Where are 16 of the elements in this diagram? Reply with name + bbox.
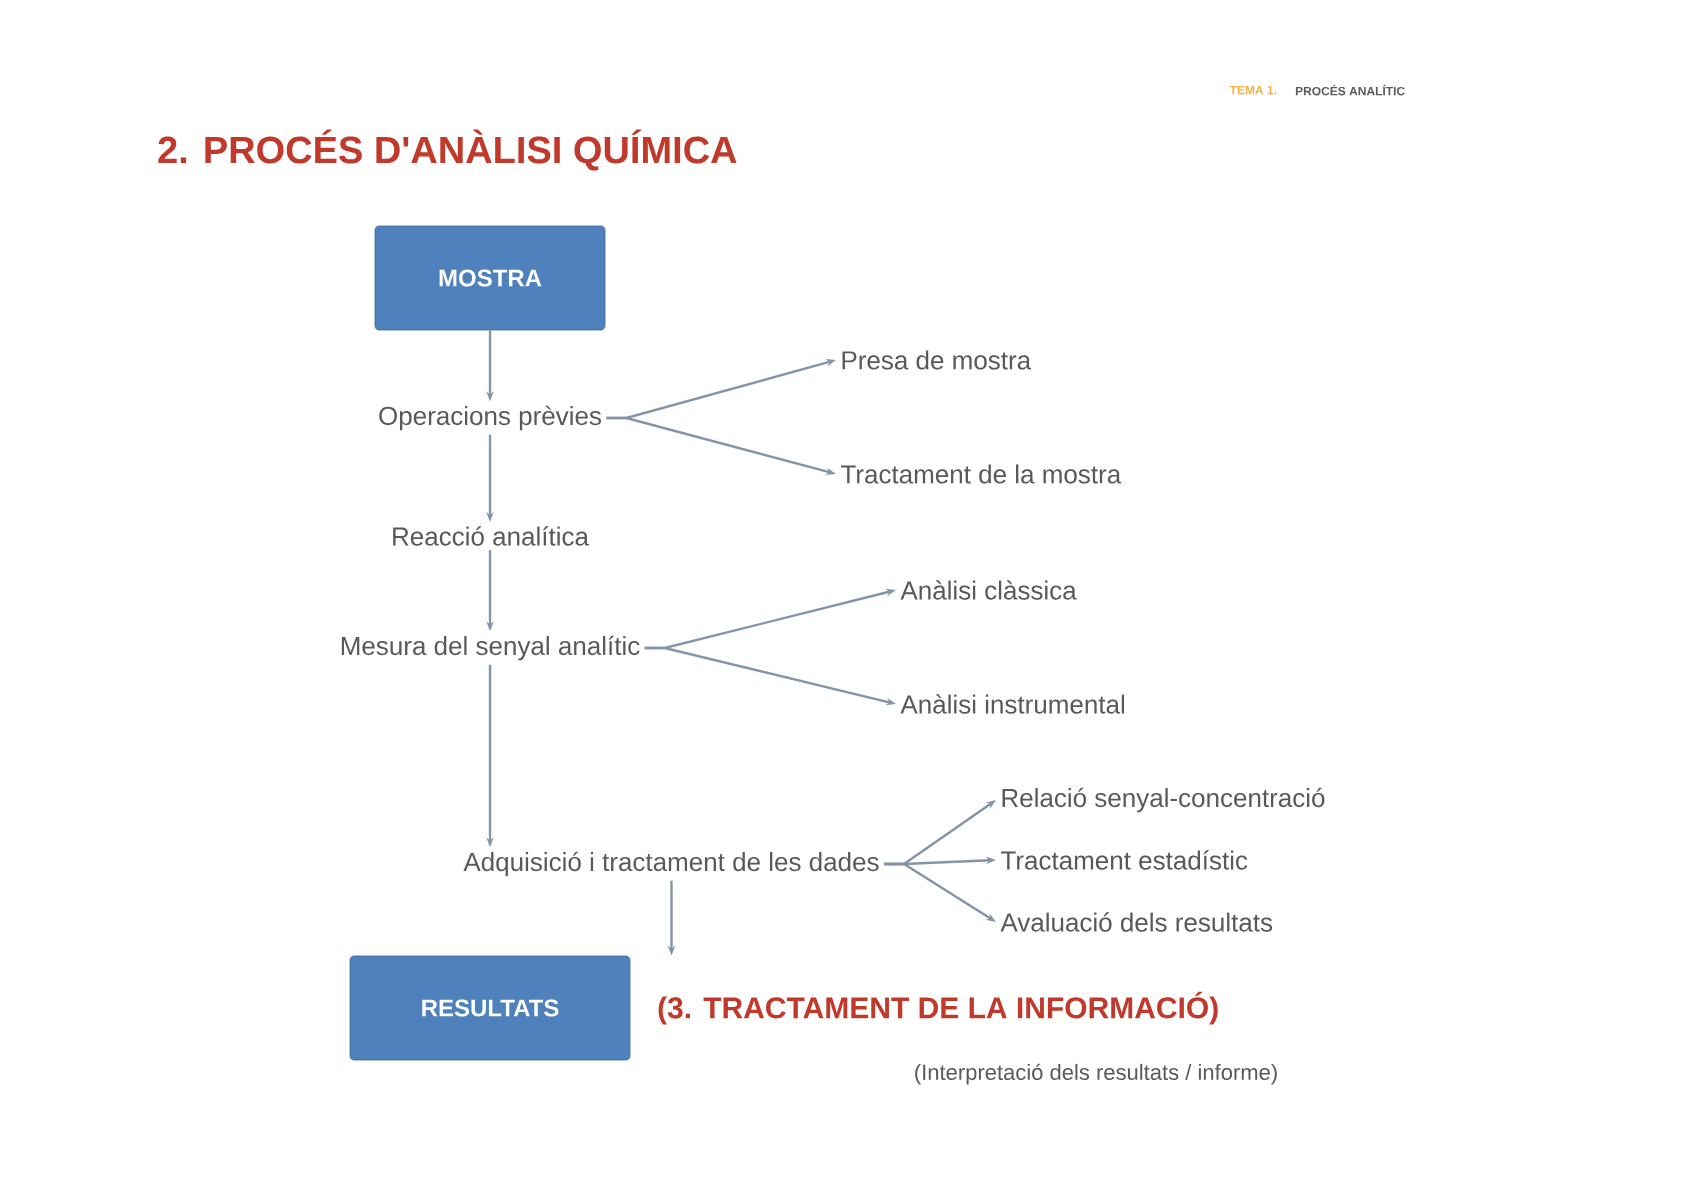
step-label: Operacions prèvies xyxy=(379,405,602,431)
step-label: Anàlisi clàssica xyxy=(900,580,1077,600)
step-label: Relació senyal-concentració xyxy=(1002,787,1325,813)
step-label: Anàlisi instrumental xyxy=(900,694,1125,714)
process-box: MOSTRA xyxy=(374,225,606,331)
process-box: RESULTATS xyxy=(349,955,631,1061)
step-label: Tractament estadístic xyxy=(1001,850,1248,870)
title: 2. PROCÉS D'ANÀLISI QUÍMICA xyxy=(158,129,737,171)
note-text: (Interpretació dels resultats / informe) xyxy=(915,1063,1277,1085)
step-label: Tractament de la mostra xyxy=(841,464,1122,484)
step-label: Avaluació dels resultats xyxy=(1000,912,1273,932)
step-label: Adquisició i tractament de les dades xyxy=(463,851,879,877)
step-label: Mesura del senyal analític xyxy=(341,635,640,661)
section-heading: (3. TRACTAMENT DE LA INFORMACIÓ) xyxy=(658,991,1218,1025)
step-label: Presa de mostra xyxy=(842,350,1032,370)
step-label: Reacció analítica xyxy=(393,526,589,546)
